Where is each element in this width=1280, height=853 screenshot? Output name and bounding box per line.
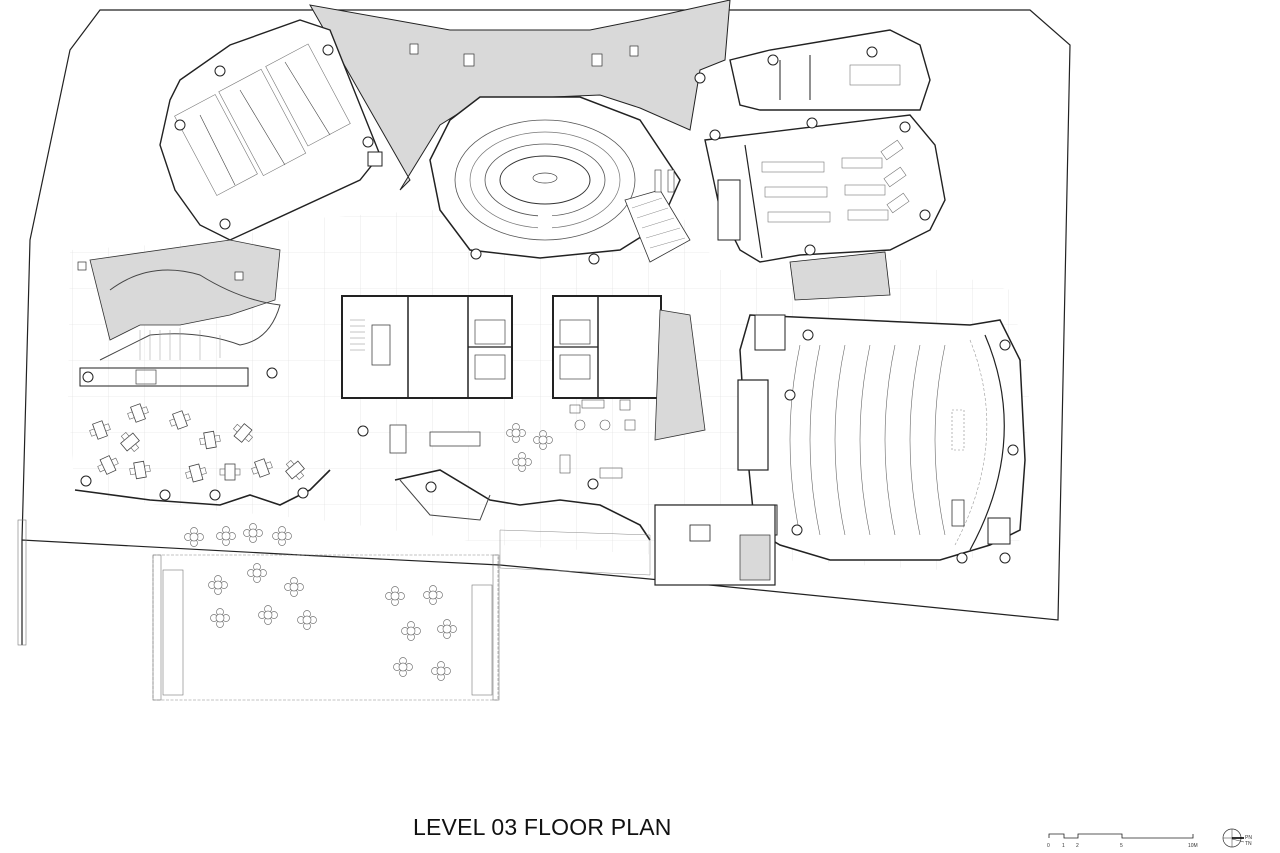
oval-lecture-hall: [429, 96, 681, 265]
south-facade: [74, 469, 776, 586]
scale-tick-label: 5: [1120, 843, 1123, 849]
north-arrow-icon: [1222, 828, 1245, 848]
classroom-northwest: [159, 19, 383, 241]
atrium-void-north: [309, 0, 731, 191]
auditorium: [737, 314, 1026, 564]
classroom-east: [704, 114, 946, 301]
feature-stair-void: [77, 239, 281, 387]
offices-northeast: [694, 29, 931, 111]
scale-tick-label: 1: [1062, 843, 1065, 849]
scale-bar: [1048, 833, 1194, 839]
scale-tick-label: 2: [1076, 843, 1079, 849]
drawing-title: LEVEL 03 FLOOR PLAN: [413, 814, 672, 840]
scale-tick-label: 10M: [1188, 843, 1198, 849]
north-arrow-label-pn: PN: [1245, 835, 1252, 841]
core-west: [341, 295, 513, 399]
north-arrow-label-tn: TN: [1245, 841, 1252, 847]
lounge-central: [357, 399, 636, 493]
terrace-south: [17, 519, 500, 701]
stair-northeast: [624, 169, 691, 263]
scale-tick-label: 0: [1047, 843, 1050, 849]
core-east: [552, 295, 706, 441]
